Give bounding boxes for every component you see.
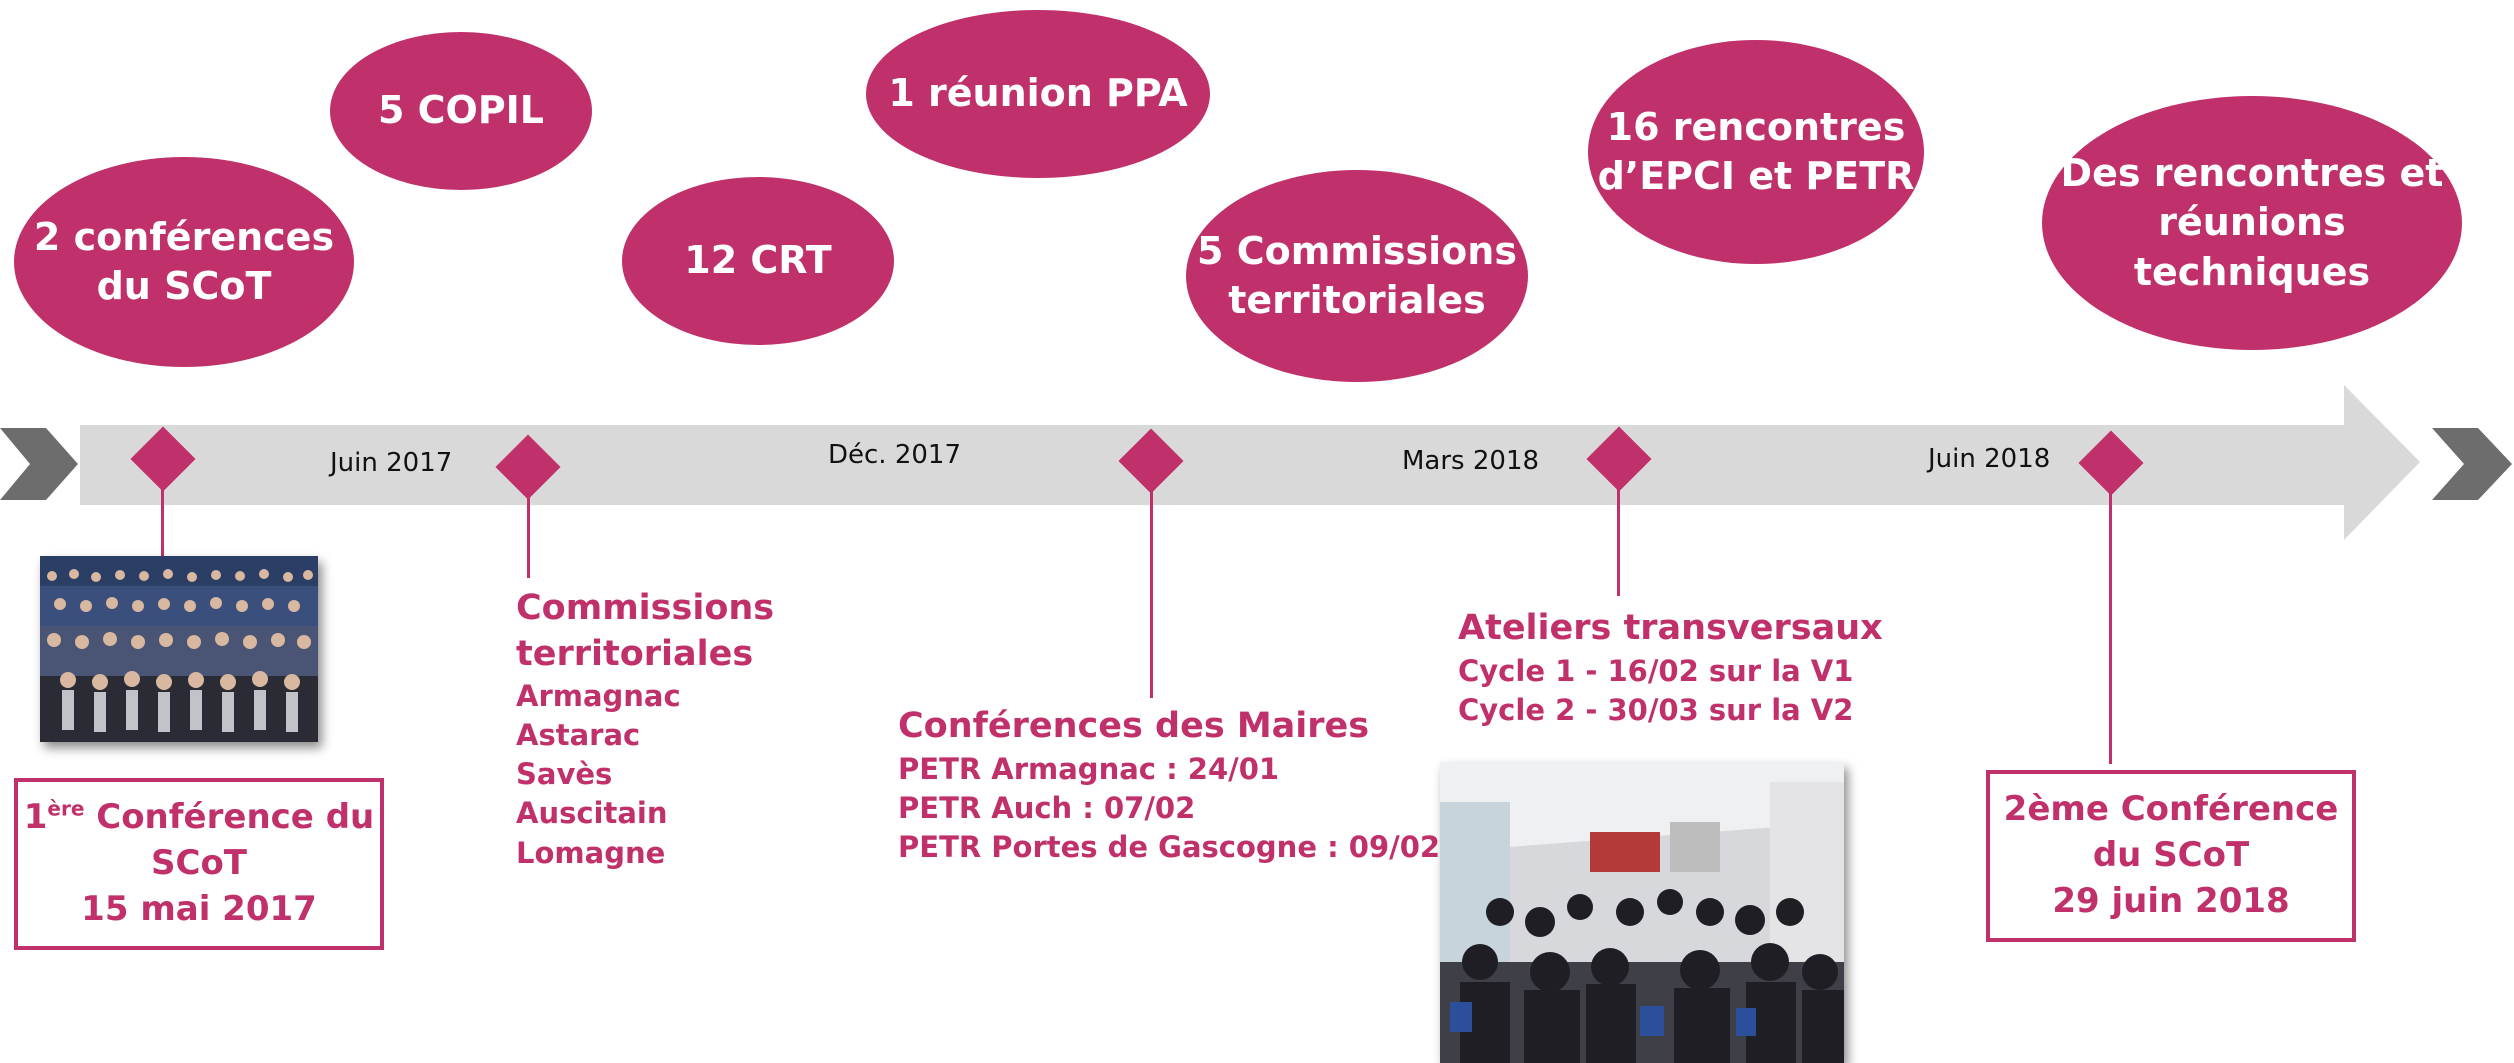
second-conference-box: 2ème Conférence du SCoT 29 juin 2018	[1986, 770, 2356, 942]
bubble-rencontres-techniques-text: Des rencontres et réunions techniques	[2060, 150, 2444, 294]
bubble-rencontres-techniques: Des rencontres et réunions techniques	[2042, 96, 2462, 350]
maires-item: PETR Portes de Gascogne : 09/02	[898, 829, 1441, 864]
first-conference-line2: SCoT	[151, 843, 247, 884]
connector-line	[2109, 484, 2112, 764]
commission-item: Savès	[516, 757, 613, 792]
maires-title: Conférences des Maires	[898, 706, 1370, 746]
maires-item: PETR Armagnac : 24/01	[898, 751, 1280, 786]
connector-line	[527, 488, 530, 578]
second-conference-line1: 2ème Conférence	[2003, 789, 2339, 830]
bubble-conferences-text: 2 conférences du SCoT	[33, 214, 335, 308]
bubble-commissions: 5 Commissions territoriales	[1186, 170, 1528, 382]
first-conference-date: 15 mai 2017	[81, 888, 317, 929]
connector-line	[1150, 482, 1153, 698]
connector-line	[161, 480, 164, 556]
maires-item: PETR Auch : 07/02	[898, 790, 1196, 825]
photo-workshop-room-image	[1440, 762, 1844, 1063]
date-dec-2017: Déc. 2017	[828, 440, 962, 470]
bubble-crt: 12 CRT	[622, 177, 894, 345]
connector-line	[1617, 480, 1620, 596]
bubble-commissions-text: 5 Commissions territoriales	[1197, 228, 1517, 322]
bubble-conferences: 2 conférences du SCoT	[14, 157, 354, 367]
photo-conference-audience-image	[40, 556, 318, 742]
second-conference-line2: du SCoT	[2092, 835, 2250, 876]
second-conference-date: 29 juin 2018	[2052, 880, 2290, 921]
photo-workshop-room	[1440, 762, 1844, 1063]
first-conference-ordinal: 1	[23, 797, 48, 838]
ateliers-item: Cycle 2 - 30/03 sur la V2	[1458, 692, 1854, 727]
bubble-rencontres-epci-text: 16 rencontres d’EPCI et PETR	[1597, 104, 1915, 198]
commission-item: Auscitain	[516, 796, 668, 831]
ateliers-item: Cycle 1 - 16/02 sur la V1	[1458, 653, 1854, 688]
bubble-ppa-text: 1 réunion PPA	[888, 71, 1188, 116]
commissions-event: Commissions territoriales Armagnac Astar…	[516, 586, 774, 873]
ateliers-event: Ateliers transversaux Cycle 1 - 16/02 su…	[1458, 606, 1883, 730]
first-conference-ordinal-sup: ère	[47, 796, 85, 821]
timeline-arrow	[0, 385, 2512, 540]
ateliers-title: Ateliers transversaux	[1458, 608, 1883, 648]
bubble-copil: 5 COPIL	[330, 32, 592, 190]
commission-item: Lomagne	[516, 835, 666, 870]
first-conference-line1-rest: Conférence du	[84, 797, 375, 838]
maires-event: Conférences des Maires PETR Armagnac : 2…	[898, 704, 1440, 867]
commission-item: Astarac	[516, 718, 641, 753]
chevron-right-icon	[2432, 428, 2512, 500]
bubble-rencontres-epci: 16 rencontres d’EPCI et PETR	[1588, 40, 1924, 264]
date-juin-2018: Juin 2018	[1928, 444, 2051, 474]
bubble-crt-text: 12 CRT	[684, 238, 832, 283]
commission-item: Armagnac	[516, 679, 681, 713]
bubble-copil-text: 5 COPIL	[377, 88, 545, 133]
first-conference-line1: 1ère Conférence du	[24, 795, 375, 841]
commissions-title: Commissions territoriales	[516, 588, 775, 674]
timeline-bar	[80, 385, 2420, 540]
chevron-left-icon	[0, 428, 78, 500]
first-conference-box: 1ère Conférence du SCoT 15 mai 2017	[14, 778, 384, 950]
date-mars-2018: Mars 2018	[1402, 446, 1540, 476]
date-juin-2017: Juin 2017	[330, 448, 453, 478]
photo-conference-audience	[40, 556, 318, 742]
bubble-ppa: 1 réunion PPA	[866, 10, 1210, 178]
